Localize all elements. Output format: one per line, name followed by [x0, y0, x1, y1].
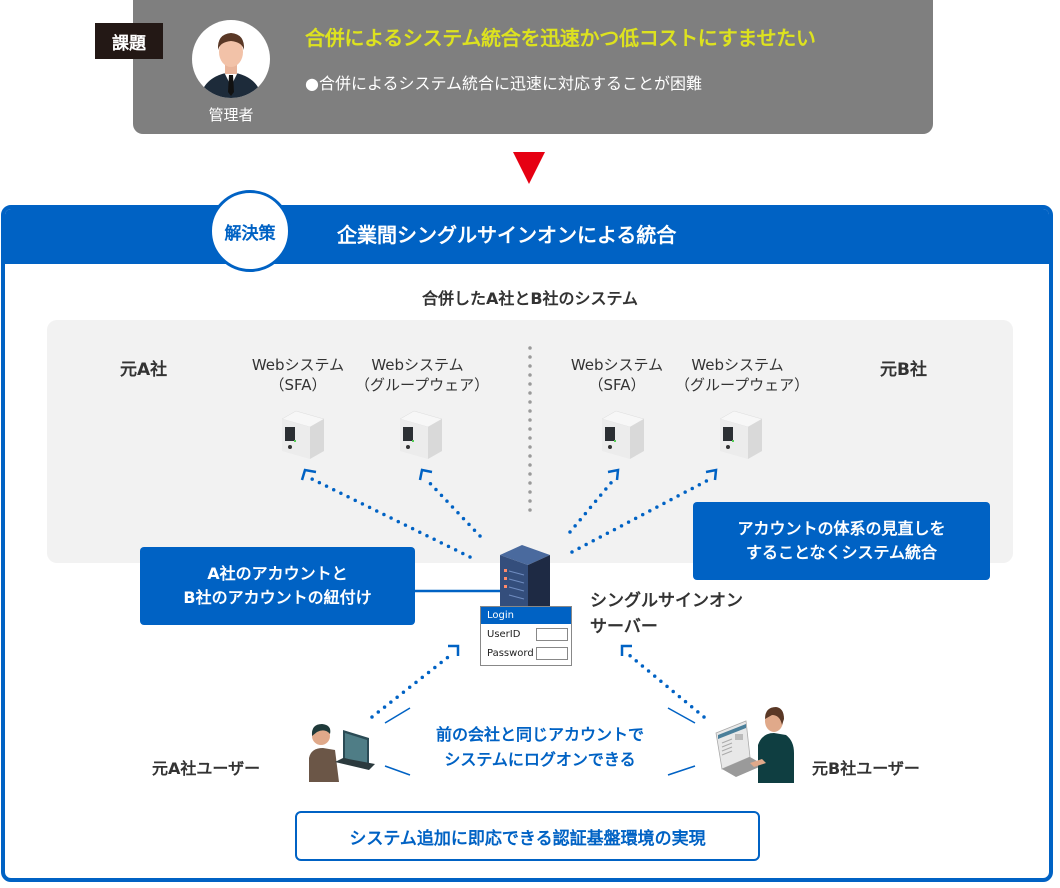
arrow-to-b-groupware: [570, 476, 714, 554]
system-label-a-sfa: Webシステム （SFA）: [251, 356, 345, 394]
challenge-point: ●合併によるシステム統合に迅速に対応することが困難: [305, 74, 703, 93]
challenge-title: 合併によるシステム統合を迅速かつ低コストにすませたい: [305, 26, 816, 50]
challenge-tag: 課題: [95, 23, 163, 59]
web-server-icon: [601, 410, 645, 459]
solution-header-band: [5, 209, 1049, 264]
company-a-label: 元A社: [120, 360, 168, 380]
callout-no-account-review: アカウントの体系の見直しを することなくシステム統合: [693, 502, 990, 580]
web-server-icon: [281, 410, 325, 459]
sso-server-icon: [500, 545, 550, 611]
system-label-b-sfa: Webシステム （SFA）: [570, 356, 664, 394]
company-b-label: 元B社: [880, 360, 927, 380]
sso-server-label: シングルサインオン サーバー: [590, 591, 743, 637]
solution-badge: 解決策: [209, 190, 291, 272]
userid-label: UserID: [487, 629, 521, 640]
password-field: [536, 647, 568, 660]
user-a-laptop-icon: [309, 724, 375, 782]
manager-label: 管理者: [208, 106, 254, 124]
logon-message: 前の会社と同じアカウントで システムにログオンできる: [435, 725, 644, 769]
arrow-from-user-b: [626, 652, 706, 719]
down-arrow-icon: [513, 152, 545, 184]
callout-account-linking: A社のアカウントと B社のアカウントの紐付け: [140, 547, 415, 625]
result-box: システム追加に即応できる認証基盤環境の実現: [295, 811, 760, 861]
password-label: Password: [487, 648, 534, 659]
systems-title: 合併したA社とB社のシステム: [421, 289, 639, 308]
arrow-to-a-sfa: [308, 476, 472, 559]
arrow-to-b-sfa: [568, 476, 617, 534]
arrow-from-user-a: [370, 652, 454, 719]
login-form-card: Login UserID Password: [480, 606, 572, 666]
web-server-icon: [399, 410, 443, 459]
solution-title: 企業間シングルサインオンによる統合: [337, 223, 677, 247]
user-a-label: 元A社ユーザー: [152, 759, 261, 778]
web-server-icon: [719, 410, 763, 459]
manager-avatar-icon: [192, 20, 270, 98]
system-label-a-groupware: Webシステム （グループウェア）: [355, 356, 490, 394]
arrow-to-a-groupware: [423, 476, 482, 538]
company-divider: [528, 346, 532, 516]
login-header: Login: [481, 607, 571, 624]
solution-frame: [1, 205, 1053, 882]
user-b-label: 元B社ユーザー: [812, 759, 920, 778]
system-label-b-groupware: Webシステム （グループウェア）: [675, 356, 810, 394]
userid-field: [536, 628, 568, 641]
user-b-laptop-icon: [715, 707, 794, 783]
